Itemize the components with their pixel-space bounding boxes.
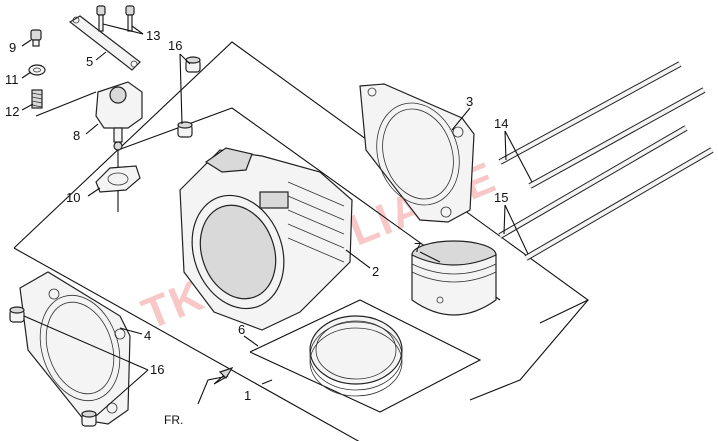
studs-14 <box>498 61 706 189</box>
callout-8: 8 <box>73 128 80 143</box>
base-gasket-4 <box>19 271 131 425</box>
washer-11 <box>28 64 46 76</box>
callout-16-upper: 16 <box>168 38 182 53</box>
callout-1: 1 <box>244 388 251 403</box>
callout-13: 13 <box>146 28 160 43</box>
front-label: FR. <box>164 413 183 427</box>
leader-lines <box>21 23 533 417</box>
callout-7: 7 <box>414 240 421 255</box>
studs-15 <box>498 125 714 261</box>
callout-11: 11 <box>5 72 19 87</box>
cylinder-block-2 <box>179 147 353 331</box>
callout-14: 14 <box>494 116 508 131</box>
callout-3: 3 <box>466 94 473 109</box>
spring-12 <box>31 89 43 109</box>
callout-12: 12 <box>5 104 19 119</box>
callout-4: 4 <box>144 328 151 343</box>
callout-9: 9 <box>9 40 16 55</box>
callout-2: 2 <box>372 264 379 279</box>
bolt-9 <box>30 29 42 47</box>
piston-7 <box>411 240 497 316</box>
gasket-10 <box>95 165 141 193</box>
piston-rings-6 <box>309 315 403 397</box>
dowel-pins-lower <box>9 306 97 427</box>
front-direction-arrow: FR. <box>164 366 234 427</box>
head-gasket-3 <box>359 83 475 223</box>
callout-15: 15 <box>494 190 508 205</box>
callout-6: 6 <box>238 322 245 337</box>
callout-labels: 9 11 12 13 5 8 10 16 3 14 15 7 2 6 4 16 … <box>5 28 508 403</box>
bracket-strap <box>68 15 141 71</box>
callout-10: 10 <box>66 190 80 205</box>
tensioner-8 <box>95 81 143 151</box>
callout-5: 5 <box>86 54 93 69</box>
callout-16-lower: 16 <box>150 362 164 377</box>
